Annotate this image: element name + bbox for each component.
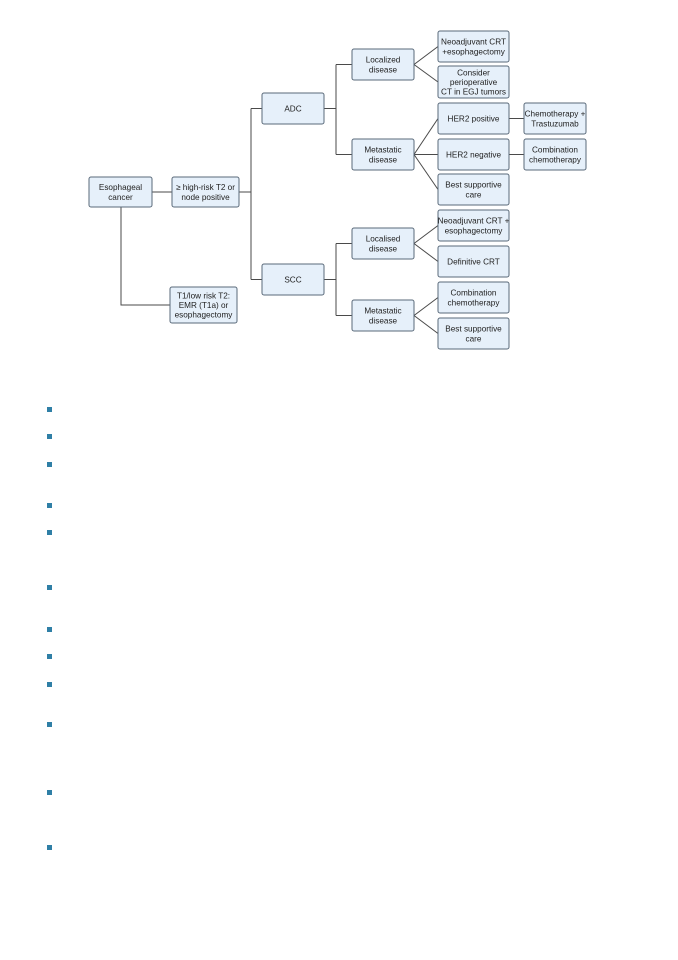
bullet-marker bbox=[47, 462, 52, 467]
connector-scc_localised-definitive_crt bbox=[413, 243, 439, 262]
bullet-marker bbox=[47, 790, 52, 795]
bullet-marker bbox=[47, 722, 52, 727]
node-label-line: esophagectomy bbox=[175, 311, 234, 320]
connector-adc_metastatic-adc_best_supportive bbox=[413, 154, 439, 190]
node-label-line: disease bbox=[369, 316, 398, 325]
node-adc: ADC bbox=[261, 92, 325, 125]
node-definitive-crt: Definitive CRT bbox=[437, 245, 510, 278]
node-label-line: disease bbox=[369, 244, 398, 253]
bullet-marker bbox=[47, 654, 52, 659]
node-label-line: Metastatic bbox=[364, 307, 401, 316]
bullet-marker bbox=[47, 845, 52, 850]
node-label-line: Combination bbox=[532, 146, 578, 155]
bullet-marker bbox=[47, 434, 52, 439]
node-her2-positive: HER2 positive bbox=[437, 102, 510, 135]
node-adc-neoadjuvant: Neoadjuvant CRT+esophagectomy bbox=[437, 30, 510, 63]
node-label-line: perioperative bbox=[450, 78, 498, 87]
node-scc: SCC bbox=[261, 263, 325, 296]
bullet-marker bbox=[47, 585, 52, 590]
node-label-line: Best supportive bbox=[445, 325, 502, 334]
node-label-line: Neoadjuvant CRT + bbox=[438, 217, 510, 226]
node-label-line: disease bbox=[369, 155, 398, 164]
node-label-line: care bbox=[466, 334, 482, 343]
node-label-line: T1/low risk T2: bbox=[177, 291, 230, 300]
node-label-line: node positive bbox=[181, 193, 230, 202]
node-her2-negative: HER2 negative bbox=[437, 138, 510, 171]
connector-adc_localized-adc_perioperative bbox=[413, 64, 439, 83]
node-label-line: Trastuzumab bbox=[531, 119, 579, 128]
node-label-line: Metastatic bbox=[364, 146, 401, 155]
node-scc-neoadjuvant: Neoadjuvant CRT +esophagectomy bbox=[437, 209, 510, 242]
node-chemo-trastuzumab: Chemotherapy +Trastuzumab bbox=[523, 102, 587, 135]
connector-scc_localised-scc_neoadjuvant bbox=[413, 225, 439, 244]
node-label-line: CT in EGJ tumors bbox=[441, 88, 506, 97]
node-label-line: Localized bbox=[366, 56, 401, 65]
connector-scc_metastatic-scc_combination bbox=[413, 297, 439, 316]
node-label-line: EMR (T1a) or bbox=[179, 301, 229, 310]
node-label-line: disease bbox=[369, 65, 398, 74]
connector-adc_metastatic-her2_positive bbox=[413, 118, 439, 155]
connector-cancer-lowrisk bbox=[120, 207, 170, 306]
node-label-line: Localised bbox=[366, 235, 401, 244]
node-label-line: Combination bbox=[451, 289, 497, 298]
node-label-line: cancer bbox=[108, 193, 133, 202]
connector-adc_localized-adc_neoadjuvant bbox=[413, 46, 439, 65]
node-label-line: Definitive CRT bbox=[447, 258, 500, 267]
node-label-line: Neoadjuvant CRT bbox=[441, 38, 506, 47]
node-label-line: chemotherapy bbox=[448, 298, 501, 307]
bullet-marker bbox=[47, 503, 52, 508]
node-label-line: care bbox=[466, 190, 482, 199]
connector-scc_metastatic-scc_best_supportive bbox=[413, 315, 439, 334]
bullet-marker bbox=[47, 682, 52, 687]
bullet-marker bbox=[47, 627, 52, 632]
node-label-line: Consider bbox=[457, 68, 490, 77]
node-label-line: Chemotherapy + bbox=[525, 110, 586, 119]
node-label-line: Esophageal bbox=[99, 183, 142, 192]
node-label-line: +esophagectomy bbox=[442, 47, 505, 56]
node-label-line: HER2 negative bbox=[446, 151, 502, 160]
node-label-line: ADC bbox=[284, 105, 301, 114]
node-label-line: SCC bbox=[284, 276, 301, 285]
node-label-line: HER2 positive bbox=[448, 115, 500, 124]
bullet-marker bbox=[47, 407, 52, 412]
node-label-line: esophagectomy bbox=[445, 226, 504, 235]
bullet-marker bbox=[47, 530, 52, 535]
node-label-line: chemotherapy bbox=[529, 155, 582, 164]
node-label-line: Best supportive bbox=[445, 181, 502, 190]
node-label-line: ≥ high-risk T2 or bbox=[176, 183, 235, 192]
